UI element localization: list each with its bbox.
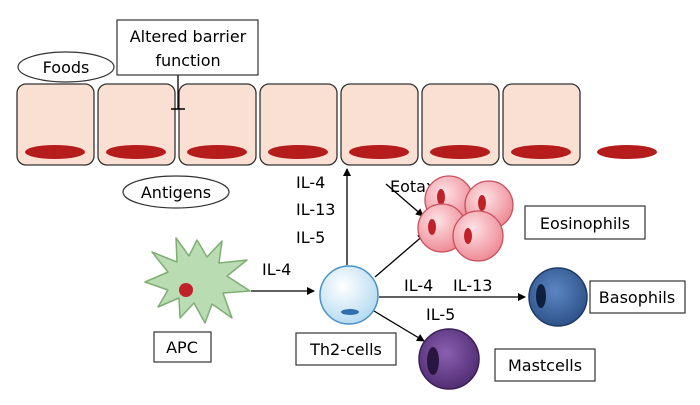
epithelial-cell [259, 83, 338, 166]
th2-to-eosinophils-arrow [374, 233, 426, 278]
il13-baso-label: IL-13 [453, 276, 492, 295]
antigens-label: Antigens [122, 175, 230, 209]
apc-text: APC [166, 338, 198, 357]
trailing-nucleus [597, 145, 657, 159]
il5-baso-label: IL-5 [426, 305, 455, 324]
eosinophils-label: Eosinophils [524, 205, 646, 240]
basophils-label: Basophils [589, 280, 686, 314]
antigens-text: Antigens [141, 183, 211, 202]
eosinophils-text: Eosinophils [540, 214, 630, 233]
epithelial-cell [502, 83, 581, 166]
eosinophil-cell [452, 210, 504, 262]
epithelial-cell [421, 83, 500, 166]
epithelial-cell [97, 83, 176, 166]
mastcells-text: Mastcells [508, 356, 582, 375]
epithelial-cell [340, 83, 419, 166]
epithelial-cell [178, 83, 257, 166]
mast-cell [418, 328, 480, 390]
il4-apc-label: IL-4 [262, 260, 291, 279]
il4-baso-label: IL-4 [404, 276, 433, 295]
il13-vertical-label: IL-13 [296, 200, 335, 219]
th2-cell [319, 265, 379, 325]
th2-label: Th2-cells [295, 332, 397, 366]
epithelium [16, 83, 657, 166]
th2-nucleus [341, 309, 359, 315]
th2-text: Th2-cells [309, 340, 382, 359]
epithelial-cell [16, 83, 95, 166]
mastcell-nucleus [427, 347, 439, 375]
basophil-nucleus [536, 284, 546, 308]
foods-label: Foods [17, 51, 115, 83]
basophils-text: Basophils [599, 288, 675, 307]
basophil-cell [528, 267, 588, 327]
altered-barrier-box: Altered barrier function [116, 19, 259, 110]
eotaxin-arrow [385, 183, 424, 217]
th2-to-mastcells-arrow [373, 310, 425, 342]
il5-vertical-label: IL-5 [296, 228, 325, 247]
il4-vertical-label: IL-4 [296, 173, 325, 192]
altered-barrier-line1: Altered barrier [130, 27, 247, 46]
altered-barrier-line2: function [155, 51, 220, 70]
foods-text: Foods [43, 58, 90, 77]
apc-cell [144, 237, 251, 324]
mastcells-label: Mastcells [494, 348, 596, 382]
eosinophils-cluster [417, 175, 514, 262]
apc-nucleus [179, 283, 193, 297]
apc-label: APC [153, 331, 212, 363]
